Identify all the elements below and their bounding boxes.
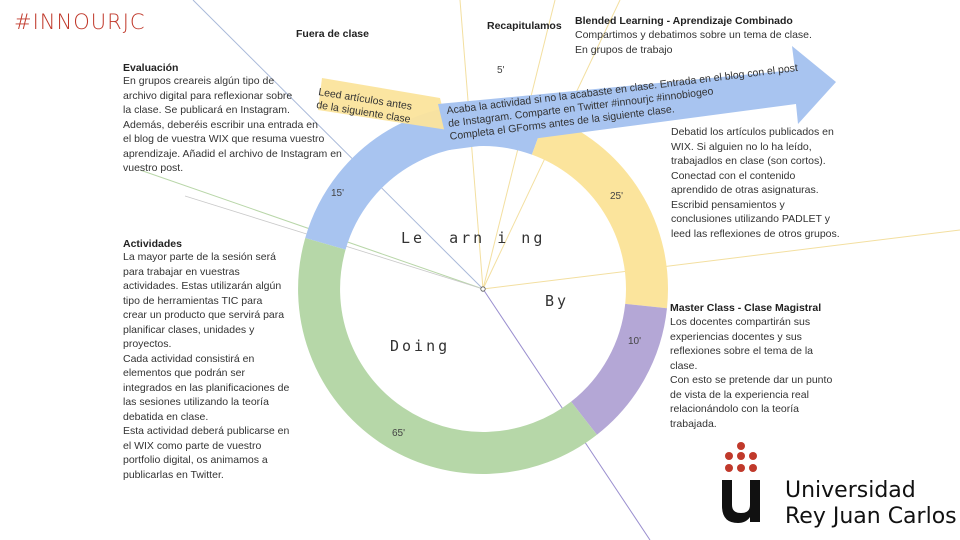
radial-line bbox=[192, 0, 484, 290]
duration-purple: 10' bbox=[628, 336, 641, 347]
master-class-title: Master Class - Clase Magistral bbox=[670, 302, 822, 314]
evaluacion-text: En grupos creareis algún tipo de archivo… bbox=[123, 75, 342, 174]
hashtag-title: #INNOURJC bbox=[14, 10, 146, 34]
label-fuera-de-clase: Fuera de clase bbox=[296, 28, 369, 40]
radial-line bbox=[482, 229, 960, 290]
arrow-band-blue bbox=[438, 46, 836, 150]
ring-segment-purple bbox=[570, 303, 667, 435]
ring-segment-green bbox=[298, 238, 597, 474]
university-name: Universidad Rey Juan Carlos bbox=[785, 478, 957, 529]
duration-recap: 5' bbox=[497, 65, 505, 76]
urjc-logo-icon bbox=[722, 442, 760, 523]
duration-yellow: 25' bbox=[610, 191, 623, 202]
master-class-text: Los docentes compartirán sus experiencia… bbox=[670, 316, 833, 430]
center-word-by: By bbox=[545, 292, 569, 310]
duration-blue: 15' bbox=[331, 188, 344, 199]
blended-text: Compartimos y debatimos sobre un tema de… bbox=[575, 29, 812, 56]
center-word-doing: Doing bbox=[390, 337, 450, 355]
evaluacion-title: Evaluación bbox=[123, 62, 179, 74]
duration-green: 65' bbox=[392, 428, 405, 439]
label-recapitulamos: Recapitulamos bbox=[487, 20, 562, 32]
center-word-learning: Le arn i ng bbox=[401, 229, 545, 247]
debate-text: Debatid los artículos publicados en WIX.… bbox=[671, 126, 840, 240]
arrow-band-yellow bbox=[318, 78, 448, 130]
ring-segment-blue bbox=[305, 104, 547, 250]
actividades-title: Actividades bbox=[123, 238, 182, 250]
blended-title: Blended Learning - Aprendizaje Combinado bbox=[575, 15, 793, 27]
ring-segment-yellow bbox=[531, 115, 668, 309]
center-dot bbox=[480, 286, 486, 292]
actividades-text: La mayor parte de la sesión será para tr… bbox=[123, 251, 290, 481]
